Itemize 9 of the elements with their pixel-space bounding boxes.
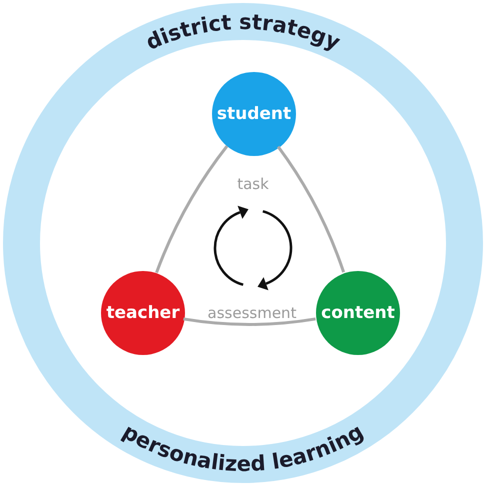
cycle-label: task [237, 175, 269, 193]
connector-line [276, 146, 346, 273]
node-label: teacher [106, 303, 180, 323]
connector-line [183, 317, 316, 326]
node-label: student [216, 104, 292, 124]
cycle-label: assessment [208, 304, 296, 322]
ring-band [3, 3, 483, 483]
node-label: content [321, 303, 395, 323]
connector-line [155, 145, 228, 274]
